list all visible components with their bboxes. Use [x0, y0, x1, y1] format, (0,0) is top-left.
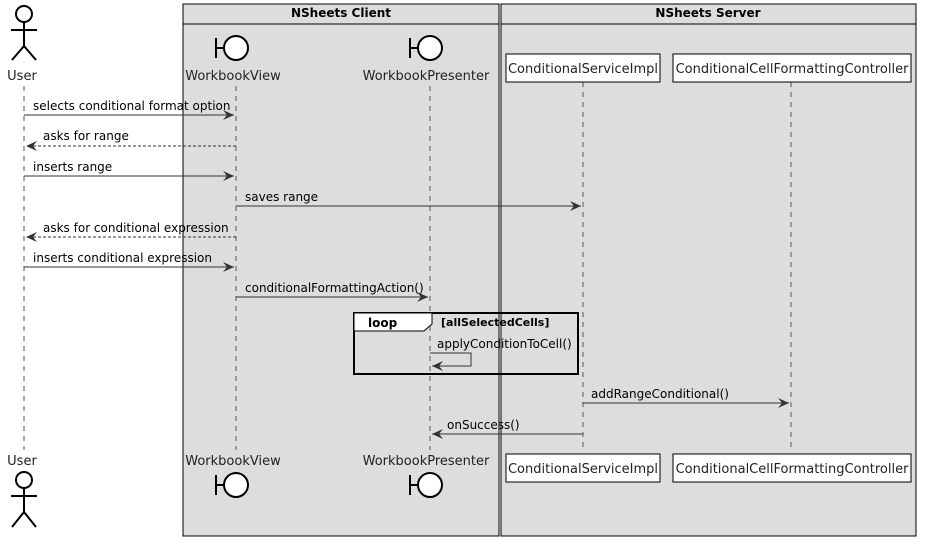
- message-label: saves range: [245, 190, 318, 204]
- message-label: onSuccess(): [447, 418, 520, 432]
- message-label: inserts range: [33, 160, 112, 174]
- boundary-icon: [215, 472, 249, 498]
- participant-label-workbook-view-top: WorkbookView: [185, 69, 281, 84]
- participant-formatting-controller-bottom: ConditionalCellFormattingController: [672, 453, 912, 483]
- participant-label-workbook-presenter-bottom: WorkbookPresenter: [363, 454, 490, 469]
- message-add-range-conditional: addRangeConditional(): [583, 387, 789, 408]
- message-asks-for-conditional-expression: asks for conditional expression: [26, 221, 236, 242]
- message-label: applyConditionToCell(): [437, 337, 572, 351]
- boundary-icon: [409, 472, 443, 498]
- box-title-server: NSheets Server: [655, 6, 760, 20]
- message-label: asks for conditional expression: [43, 221, 229, 235]
- participant-user-top: User: [7, 5, 37, 84]
- participant-label-conditional-service-top: ConditionalServiceImpl: [508, 62, 658, 77]
- box-title-client: NSheets Client: [291, 6, 391, 20]
- participant-label-user-top: User: [7, 69, 37, 84]
- participant-user-bottom: User: [7, 454, 37, 528]
- actor-icon: [11, 5, 37, 61]
- participant-conditional-service-top: ConditionalServiceImpl: [505, 53, 661, 83]
- message-on-success: onSuccess(): [432, 418, 583, 439]
- actor-icon: [11, 471, 37, 528]
- message-selects-conditional-format-option: selects conditional format option: [24, 99, 234, 120]
- participant-workbook-view-top: WorkbookView: [185, 35, 281, 84]
- message-apply-condition-to-cell: applyConditionToCell(): [430, 337, 572, 371]
- message-saves-range: saves range: [236, 190, 581, 211]
- message-conditional-formatting-action: conditionalFormattingAction(): [236, 281, 428, 302]
- participant-label-conditional-service-bottom: ConditionalServiceImpl: [508, 462, 658, 477]
- boundary-icon: [215, 35, 249, 61]
- participant-label-workbook-view-bottom: WorkbookView: [185, 454, 281, 469]
- participant-conditional-service-bottom: ConditionalServiceImpl: [505, 453, 661, 483]
- message-label: conditionalFormattingAction(): [245, 281, 424, 295]
- participant-workbook-presenter-top: WorkbookPresenter: [363, 35, 490, 84]
- participant-formatting-controller-top: ConditionalCellFormattingController: [672, 53, 912, 83]
- message-inserts-conditional-expression: inserts conditional expression: [24, 251, 234, 272]
- loop-guard: [allSelectedCells]: [441, 316, 549, 329]
- participant-workbook-presenter-bottom: WorkbookPresenter: [363, 454, 490, 498]
- participant-label-formatting-controller-top: ConditionalCellFormattingController: [676, 62, 910, 77]
- participant-workbook-view-bottom: WorkbookView: [185, 454, 281, 498]
- message-label: selects conditional format option: [33, 99, 231, 113]
- message-inserts-range: inserts range: [24, 160, 234, 181]
- message-asks-for-range: asks for range: [26, 129, 236, 151]
- participant-label-formatting-controller-bottom: ConditionalCellFormattingController: [676, 462, 910, 477]
- message-label: inserts conditional expression: [33, 251, 212, 265]
- loop-keyword: loop: [368, 316, 398, 330]
- participant-label-workbook-presenter-top: WorkbookPresenter: [363, 69, 490, 84]
- message-label: addRangeConditional(): [591, 387, 729, 401]
- loop-fragment: loop [allSelectedCells]: [353, 312, 579, 375]
- boundary-icon: [409, 35, 443, 61]
- box-nsheets-server: NSheets Server: [500, 3, 917, 537]
- participant-label-user-bottom: User: [7, 454, 37, 469]
- message-label: asks for range: [43, 129, 129, 143]
